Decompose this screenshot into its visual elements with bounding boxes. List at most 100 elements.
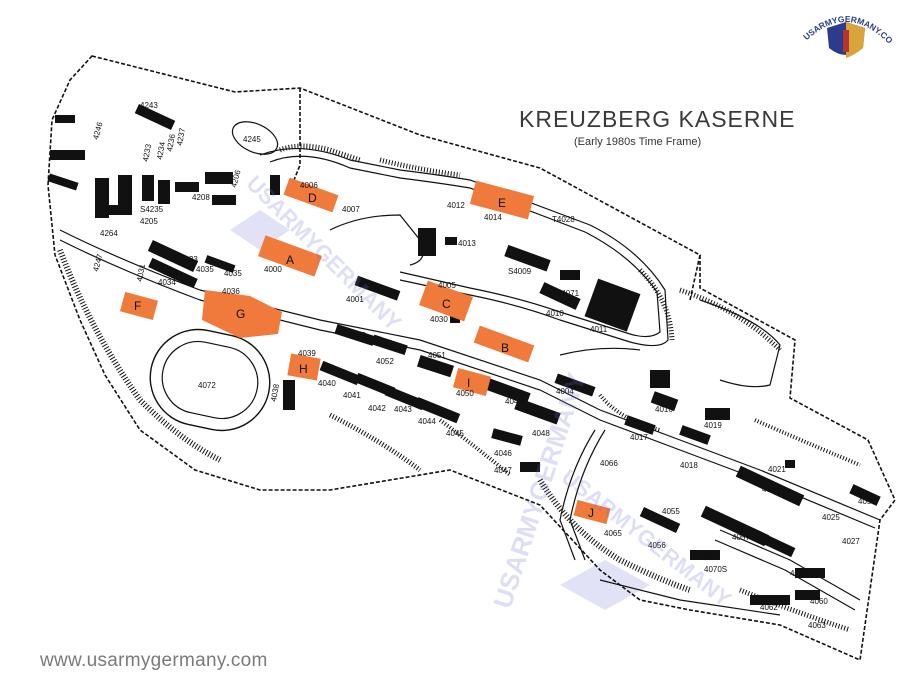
building-label: 4062 <box>760 603 778 612</box>
building-label: 4057 <box>732 533 750 542</box>
building-letter: D <box>308 191 317 205</box>
building-label: 4205 <box>140 217 158 226</box>
building-label: 4046 <box>494 449 512 458</box>
sports-track <box>149 328 271 432</box>
building-label: 4041 <box>343 391 361 400</box>
building-C-shape <box>419 280 473 322</box>
roads <box>59 148 881 616</box>
building-label: 4006 <box>300 181 318 190</box>
building-label: 4246 <box>91 120 104 140</box>
building-letter: G <box>236 307 245 321</box>
building-label: 4233 <box>141 143 153 163</box>
building-label: 4019 <box>704 421 722 430</box>
building-label: 4040 <box>318 379 336 388</box>
building-label: 4070S <box>704 565 727 574</box>
building-label: 4007 <box>342 205 360 214</box>
building-label: 4055 <box>662 507 680 516</box>
building-label: 4045 <box>446 429 464 438</box>
building-I-shape <box>452 367 492 397</box>
building-label: 4012 <box>447 201 465 210</box>
building-label: 4064 <box>700 551 718 560</box>
building-label: 4206 <box>229 168 242 188</box>
perimeter-fence <box>47 55 896 662</box>
building-label: 4050 <box>456 389 474 398</box>
building-label: 4044 <box>418 417 436 426</box>
building-label: S4009 <box>508 267 532 276</box>
website-link[interactable]: www.usarmygermany.com <box>40 650 268 671</box>
building-label: 4033 <box>180 255 198 264</box>
building-label: 4034 <box>158 278 176 287</box>
building-label: 4030 <box>430 315 448 324</box>
building-label: 4042 <box>368 404 386 413</box>
building-label: 4025 <box>822 513 840 522</box>
building-label: 4056 <box>648 541 666 550</box>
building-label: 4048 <box>532 429 550 438</box>
building-letter: J <box>588 506 594 520</box>
building-label: 4035 <box>224 269 242 278</box>
building-label: 4052 <box>376 357 394 366</box>
building-label: 4049 <box>505 397 523 406</box>
building-label: 4011 <box>590 325 608 334</box>
building-label: 4264 <box>100 229 118 238</box>
building-label: 4065 <box>604 529 622 538</box>
building-label: 4005 <box>438 281 456 290</box>
building-label: 4036 <box>222 287 240 296</box>
map-subtitle: (Early 1980s Time Frame) <box>574 136 702 148</box>
building-letter: F <box>134 299 141 313</box>
map-title: KREUZBERG KASERNE <box>519 106 796 132</box>
building-letter: C <box>442 297 451 311</box>
building-letter: E <box>498 196 506 210</box>
building-numbers: 4243 4245 4246 4233 4234 4236 4237 4208 … <box>91 101 876 630</box>
usarmygermany-logo-icon: USARMYGERMANY.COM <box>799 8 893 58</box>
building-label: 4236 <box>165 133 177 153</box>
building-G-shape <box>202 290 282 338</box>
watermark-text: USARMYGERMANY USARMYGERMANY USARMYGERMAN… <box>241 171 736 612</box>
highlighted-buildings <box>119 177 611 525</box>
building-label: 4020 <box>762 485 780 494</box>
building-label: 4031 <box>135 263 147 283</box>
building-J-shape <box>573 499 611 525</box>
building-label: 4021 <box>768 465 786 474</box>
building-A-shape <box>258 235 322 277</box>
building-label: 4060 <box>810 597 828 606</box>
building-label: 4063 <box>808 621 826 630</box>
building-label: 4014 <box>484 213 502 222</box>
building-E-shape <box>469 180 535 220</box>
building-label: 4001 <box>346 295 364 304</box>
building-letter: I <box>467 376 470 390</box>
building-F-shape <box>119 291 159 321</box>
building-label: 4072 <box>198 381 216 390</box>
building-label: 4234 <box>155 141 167 161</box>
building-label: 4066 <box>600 459 618 468</box>
building-label: 4043 <box>394 405 412 414</box>
building-label: 4208 <box>192 193 210 202</box>
oval-4245 <box>231 121 279 155</box>
building-D-shape <box>283 177 339 213</box>
building-label: 4243 <box>140 101 158 110</box>
building-label: 4010 <box>546 309 564 318</box>
building-label: 4004 <box>556 387 574 396</box>
building-label: 4013 <box>458 239 476 248</box>
building-label: 4237 <box>175 127 187 147</box>
building-label: 4017 <box>630 433 648 442</box>
building-label: 4018 <box>680 461 698 470</box>
building-label: 4058 <box>858 497 876 506</box>
building-label: 4000 <box>264 265 282 274</box>
building-label: 4047 <box>494 466 512 475</box>
building-label: 4016 <box>655 405 673 414</box>
building-letter: B <box>501 341 509 355</box>
building-H-shape <box>287 353 321 381</box>
building-letter: A <box>286 253 294 267</box>
building-label: 4039 <box>298 349 316 358</box>
building-label: T4028 <box>552 215 575 224</box>
building-letters: A B C D E F G H I J <box>134 191 594 520</box>
building-label: S4235 <box>140 205 164 214</box>
building-B-shape <box>473 325 535 363</box>
building-label: S4071 <box>556 289 580 298</box>
building-label: 4059 <box>790 569 808 578</box>
building-label: 4245 <box>243 135 261 144</box>
building-label: 4051 <box>428 351 446 360</box>
building-label: 4038 <box>269 383 281 403</box>
buildings <box>47 104 881 605</box>
